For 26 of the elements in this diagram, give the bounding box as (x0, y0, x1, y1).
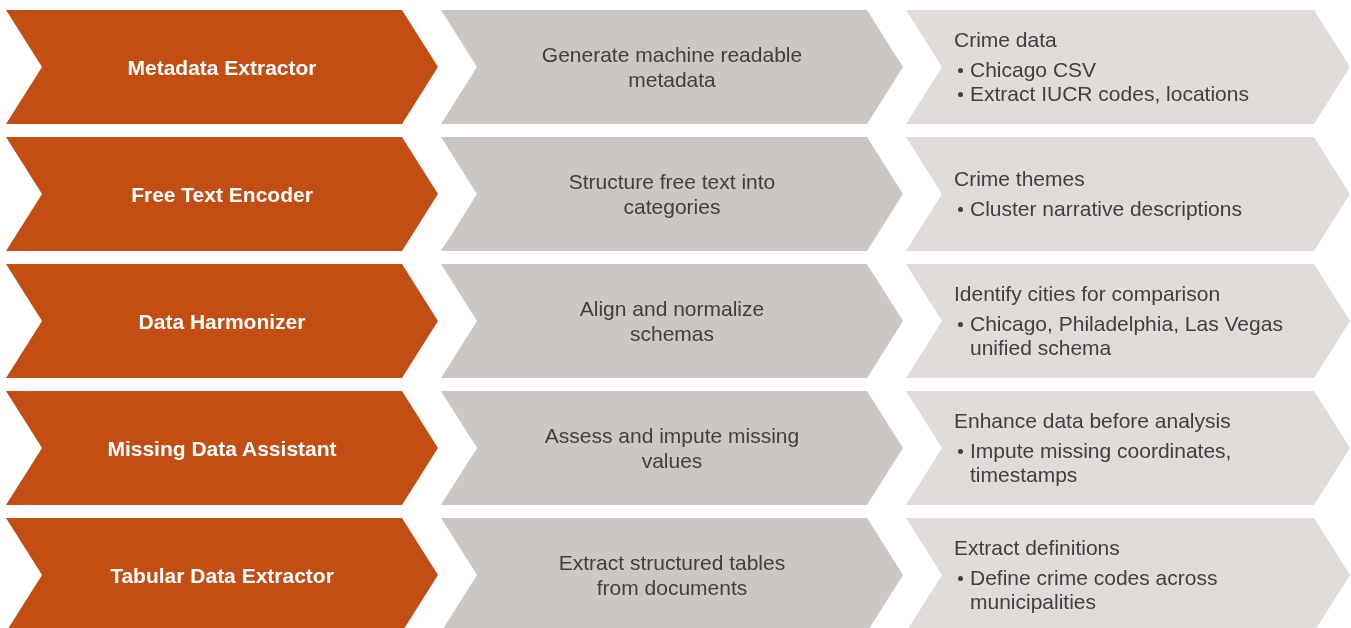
agent-name: Metadata Extractor (126, 54, 318, 80)
bullet-item: Impute missing coordinates, timestamps (956, 439, 1290, 487)
bullet-item: Chicago CSV (956, 58, 1097, 82)
agent-name: Tabular Data Extractor (109, 562, 335, 588)
chevron-heading: Extract definitions (954, 536, 1120, 560)
task-description: Structure free text into categories (567, 169, 777, 219)
agent-name: Missing Data Assistant (106, 435, 338, 461)
bullet-item: Extract IUCR codes, locations (956, 82, 1249, 106)
chevron-box (906, 391, 1350, 505)
bullet-item: Cluster narrative descriptions (956, 197, 1242, 221)
agent-name: Free Text Encoder (130, 181, 314, 207)
task-description: Assess and impute missing values (543, 423, 801, 473)
chevron-box (906, 518, 1350, 628)
bullet-item: Define crime codes across municipalities (956, 566, 1290, 614)
task-description: Generate machine readable metadata (540, 42, 804, 92)
chevron-box (906, 264, 1350, 378)
task-description: Align and normalize schemas (578, 296, 766, 346)
bullet-item: Chicago, Philadelphia, Las Vegas unified schema (956, 312, 1290, 360)
chevron-heading: Crime data (954, 28, 1057, 52)
chevron-box (906, 137, 1350, 251)
chevron-heading: Crime themes (954, 167, 1085, 191)
chevron-heading: Identify cities for comparison (954, 282, 1221, 306)
agent-name: Data Harmonizer (137, 308, 307, 334)
chevron-heading: Enhance data before analysis (954, 409, 1231, 433)
chevron-box (906, 10, 1350, 124)
task-description: Extract structured tables from documents (557, 550, 787, 600)
